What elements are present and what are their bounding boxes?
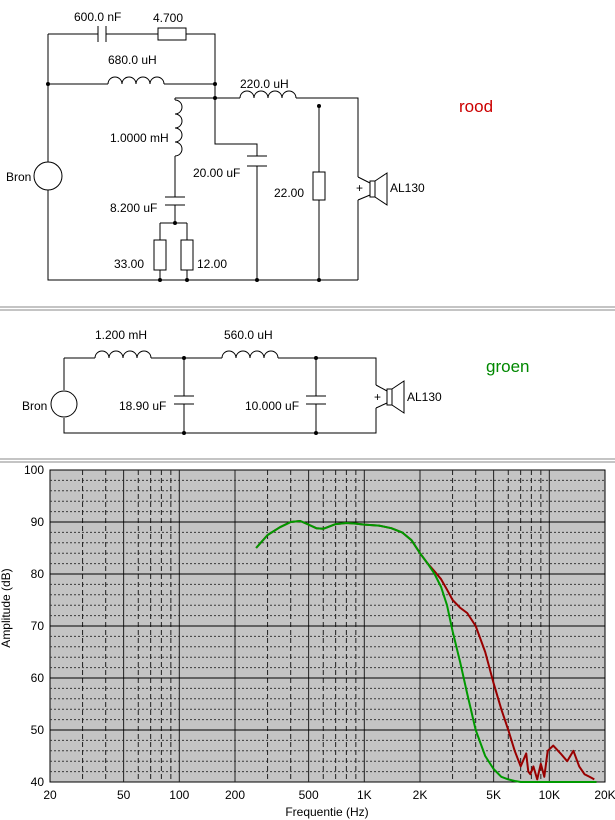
source-symbol [33,161,63,191]
label-plus: + [374,390,381,404]
x-tick-label: 200 [225,788,245,802]
y-tick-label: 70 [31,619,45,633]
capacitor-top [97,26,107,42]
x-tick-labels: 20 50 100 200 500 1K 2K 5K 10K 20K [43,788,615,802]
inductor-series [239,90,297,99]
y-tick-label: 100 [24,463,44,477]
label-r-shunt: 22.00 [274,186,304,200]
inductor-top [107,76,165,85]
resistor-top [157,27,187,41]
label-l2: 560.0 uH [224,328,273,342]
y-tick-label: 80 [31,567,45,581]
speaker-icon [375,380,405,414]
label-speaker: AL130 [390,181,425,195]
y-tick-label: 40 [31,775,45,789]
series-line-2 [255,520,597,783]
label-c-shunt: 20.00 uF [193,166,240,180]
label-color-green: groen [486,357,529,376]
label-l-top: 680.0 uH [108,53,157,67]
y-tick-label: 60 [31,671,45,685]
capacitor-trap [165,196,185,206]
capacitor-shunt [247,155,267,167]
y-tick-labels: 40 50 60 70 80 90 100 [24,463,44,789]
label-plus: + [356,181,363,195]
label-l1: 1.200 mH [95,328,147,342]
inductor-1 [94,350,152,359]
label-l-shunt: 1.0000 mH [110,131,169,145]
label-c2: 10.000 uF [245,399,299,413]
circuit-green: 1.200 mH 560.0 uH 18.90 uF 10.000 uF Bro… [22,328,529,435]
y-tick-label: 90 [31,515,45,529]
label-c-top: 600.0 nF [74,10,121,24]
x-tick-label: 1K [357,788,372,802]
label-l-series: 220.0 uH [240,77,289,91]
label-r-right: 12.00 [197,257,227,271]
label-r-top: 4.700 [153,11,183,25]
label-color-red: rood [459,97,493,116]
label-c-trap: 8.200 uF [110,201,157,215]
grid-major [50,521,605,731]
label-source: Bron [6,170,31,184]
label-source: Bron [22,399,47,413]
x-axis-label: Frequentie (Hz) [285,805,368,819]
y-tick-label: 50 [31,723,45,737]
resistor-left [153,239,167,271]
inductor-2 [221,350,279,359]
y-axis-label: Amplitude (dB) [0,568,13,647]
label-r-left: 33.00 [114,257,144,271]
label-c1: 18.90 uF [119,399,166,413]
capacitor-2 [306,395,326,405]
x-tick-label: 20 [43,788,57,802]
speaker-icon [357,172,388,206]
source-symbol [50,390,78,418]
label-speaker: AL130 [407,390,442,404]
x-tick-label: 20K [594,788,615,802]
inductor-shunt [174,99,183,157]
resistor-right [180,239,194,271]
x-tick-label: 100 [169,788,189,802]
capacitor-1 [174,395,194,405]
series-group [255,520,597,783]
x-tick-label: 500 [299,788,319,802]
x-tick-label: 5K [486,788,501,802]
x-tick-label: 10K [539,788,560,802]
x-tick-label: 2K [413,788,428,802]
resistor-shunt [312,171,326,201]
x-tick-label: 50 [117,788,131,802]
circuit-red: 600.0 nF 4.700 680.0 uH 220.0 uH 1.0000 … [6,10,493,282]
